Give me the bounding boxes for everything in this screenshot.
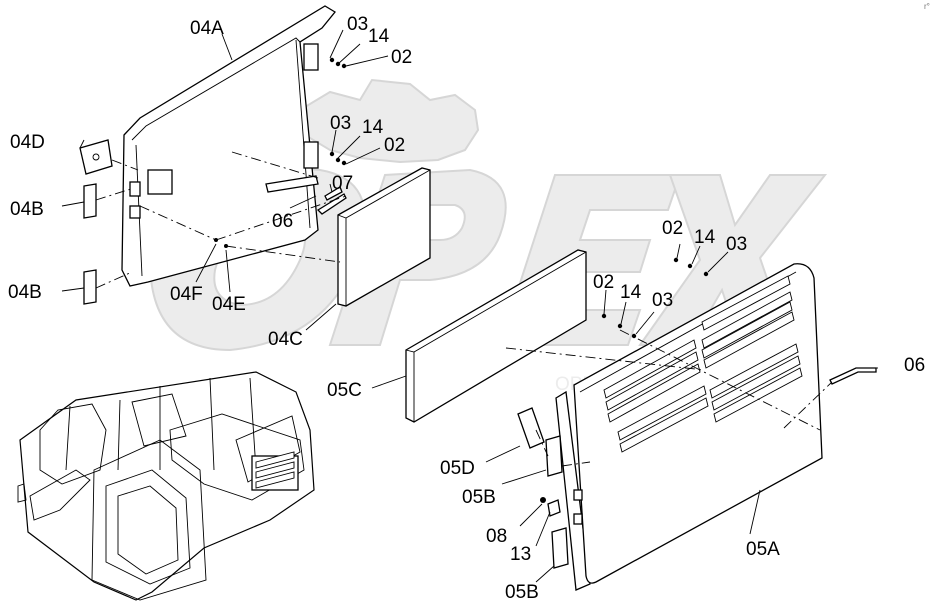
callout-02: 02 [662, 218, 683, 239]
callout-07: 07 [332, 173, 353, 194]
hinge-upper [303, 43, 319, 71]
bracket [265, 175, 319, 193]
strip-05D [517, 407, 545, 449]
callout-03: 03 [347, 14, 368, 35]
clip-07 [324, 186, 343, 201]
callout-03: 03 [652, 290, 673, 311]
callout-08: 08 [486, 526, 507, 547]
callout-04B: 04B [10, 199, 44, 220]
callout-02: 02 [593, 272, 614, 293]
bolt-08 [540, 497, 546, 503]
callout-14: 14 [620, 282, 642, 303]
callout-13: 13 [510, 544, 531, 565]
callout-14: 14 [368, 26, 390, 47]
plate-04D [79, 139, 113, 175]
clip-lower [129, 205, 141, 219]
excavator-cab-inset [17, 371, 315, 601]
callout-04C: 04C [268, 329, 303, 350]
hinge-lower [303, 141, 319, 169]
callout-02: 02 [391, 47, 412, 68]
callout-05B: 05B [505, 582, 539, 603]
strip-05B-lower [551, 527, 569, 569]
callout-labels: 04A 03 14 02 04D 03 14 02 07 04B 06 02 1… [8, 14, 925, 603]
callout-05B: 05B [462, 487, 496, 508]
rod-06-right [829, 367, 877, 385]
plate-hole [92, 153, 100, 161]
vent-grille-lower-left [617, 385, 709, 453]
vent-grille-upper-right [701, 275, 795, 369]
callout-03: 03 [726, 234, 747, 255]
cover-side-flange [555, 390, 591, 591]
callout-02: 02 [384, 135, 405, 156]
callout-05D: 05D [440, 458, 475, 479]
callout-04D: 04D [10, 132, 45, 153]
cover-05A [555, 263, 823, 591]
callout-05C: 05C [327, 380, 362, 401]
latch-box [147, 169, 173, 195]
leader-lines [61, 29, 878, 583]
callout-04B: 04B [8, 282, 42, 303]
vent-grille-upper-left [603, 339, 701, 423]
callout-05A: 05A [746, 539, 780, 560]
latch-square-lower [573, 513, 583, 525]
callout-06: 06 [904, 355, 925, 376]
callout-03: 03 [330, 113, 351, 134]
callout-06: 06 [272, 211, 293, 232]
strip-05B-upper [545, 435, 563, 477]
callout-14: 14 [694, 227, 716, 248]
strip-04B-upper [83, 183, 97, 219]
callout-14: 14 [362, 117, 384, 138]
callout-04F: 04F [170, 284, 203, 305]
panel-04A [121, 5, 336, 287]
pad-04C [337, 167, 431, 307]
nut-13 [547, 499, 561, 517]
callout-04E: 04E [212, 294, 246, 315]
pad-05C [405, 249, 587, 423]
vent-grille-lower-right [709, 343, 803, 423]
corner-mark: r° [924, 2, 930, 11]
clip-upper [129, 181, 141, 197]
callout-04A: 04A [190, 18, 224, 39]
assembly-lines [95, 151, 833, 467]
strip-04B-lower [83, 269, 97, 305]
latch-square-upper [573, 489, 583, 501]
